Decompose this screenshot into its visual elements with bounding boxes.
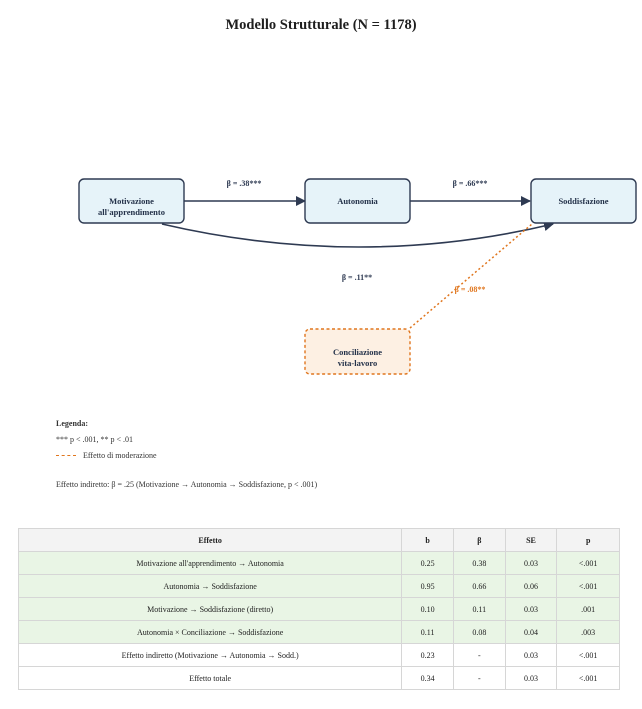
cell-b: 0.23 <box>401 643 454 667</box>
table-row: Motivazione all'apprendimento → Autonomi… <box>17 551 620 575</box>
table-header-row: Effetto b β SE p <box>17 528 620 552</box>
cell-se: 0.03 <box>504 597 558 621</box>
coef-motivazione-autonomia: β = .38*** <box>227 179 262 188</box>
path-diagram: β = .38*** β = .66*** β = .11** β = .08*… <box>78 178 637 375</box>
header-p: p <box>556 528 620 552</box>
cell-beta: 0.38 <box>452 551 506 575</box>
cell-se: 0.03 <box>504 551 558 575</box>
cell-p: .001 <box>556 597 620 621</box>
table-row: Effetto totale 0.34 - 0.03 <.001 <box>17 666 620 690</box>
table-row: Effetto indiretto (Motivazione → Autonom… <box>17 643 620 667</box>
node-motivazione-line1: Motivazione <box>109 196 154 206</box>
legend-moderation-item: Effetto di moderazione <box>56 451 157 460</box>
cell-p: <.001 <box>556 666 620 690</box>
cell-beta: 0.11 <box>452 597 506 621</box>
header-b: b <box>401 528 454 552</box>
cell-beta: 0.08 <box>452 620 506 644</box>
cell-b: 0.25 <box>401 551 454 575</box>
node-soddisfazione-label: Soddisfazione <box>558 196 608 206</box>
legend-moderation-label: Effetto di moderazione <box>83 451 157 460</box>
header-se: SE <box>504 528 558 552</box>
cell-se: 0.06 <box>504 574 558 598</box>
dashed-line-icon <box>56 455 76 456</box>
legend: Legenda: *** p < .001, ** p < .01 Effett… <box>56 419 157 460</box>
header-effetto: Effetto <box>17 528 403 552</box>
results-table: Effetto b β SE p Motivazione all'apprend… <box>17 528 620 690</box>
table-row: Motivazione → Soddisfazione (diretto) 0.… <box>17 597 620 621</box>
cell-b: 0.11 <box>401 620 454 644</box>
cell-se: 0.04 <box>504 620 558 644</box>
cell-effetto: Autonomia → Soddisfazione <box>17 574 403 598</box>
coef-moderazione: β = .08** <box>455 285 486 294</box>
cell-se: 0.03 <box>504 666 558 690</box>
legend-significance: *** p < .001, ** p < .01 <box>56 435 134 444</box>
cell-b: 0.34 <box>401 666 454 690</box>
cell-p: <.001 <box>556 551 620 575</box>
cell-effetto: Motivazione → Soddisfazione (diretto) <box>17 597 403 621</box>
coef-autonomia-soddisfazione: β = .66*** <box>453 179 488 188</box>
table-row: Autonomia × Conciliazione → Soddisfazion… <box>17 620 620 644</box>
cell-se: 0.03 <box>504 643 558 667</box>
cell-beta: - <box>452 666 506 690</box>
cell-effetto: Autonomia × Conciliazione → Soddisfazion… <box>17 620 403 644</box>
indirect-effect-note: Effetto indiretto: β = .25 (Motivazione … <box>56 480 318 489</box>
coef-motivazione-soddisfazione: β = .11** <box>342 273 372 282</box>
cell-p: <.001 <box>556 574 620 598</box>
node-conciliazione-line2: vita-lavoro <box>338 358 378 368</box>
cell-beta: - <box>452 643 506 667</box>
header-beta: β <box>452 528 506 552</box>
cell-effetto: Effetto indiretto (Motivazione → Autonom… <box>17 643 403 667</box>
node-conciliazione: Conciliazione vita-lavoro <box>304 328 411 375</box>
cell-beta: 0.66 <box>452 574 506 598</box>
node-motivazione-line2: all'apprendimento <box>98 207 165 217</box>
node-autonomia: Autonomia <box>304 178 411 224</box>
cell-effetto: Effetto totale <box>17 666 403 690</box>
node-soddisfazione: Soddisfazione <box>530 178 637 224</box>
cell-effetto: Motivazione all'apprendimento → Autonomi… <box>17 551 403 575</box>
cell-b: 0.95 <box>401 574 454 598</box>
path-motivazione-soddisfazione <box>161 221 554 248</box>
cell-b: 0.10 <box>401 597 454 621</box>
legend-title: Legenda: <box>56 419 88 428</box>
node-autonomia-label: Autonomia <box>337 196 378 206</box>
node-motivazione: Motivazione all'apprendimento <box>78 178 185 224</box>
table-row: Autonomia → Soddisfazione 0.95 0.66 0.06… <box>17 574 620 598</box>
diagram-title: Modello Strutturale (N = 1178) <box>225 17 417 33</box>
node-conciliazione-line1: Conciliazione <box>333 347 382 357</box>
cell-p: .003 <box>556 620 620 644</box>
cell-p: <.001 <box>556 643 620 667</box>
